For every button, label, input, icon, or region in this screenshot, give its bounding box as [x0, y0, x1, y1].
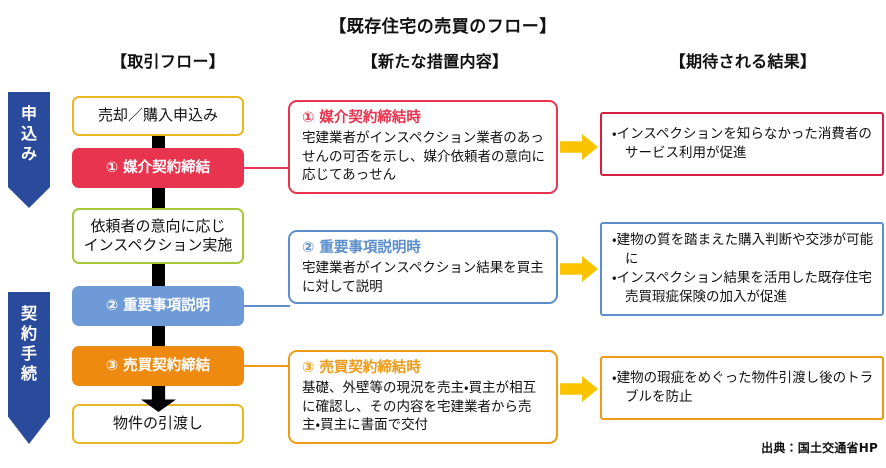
right-arrow-icon	[560, 134, 598, 160]
result-card-result2[interactable]: ・建物の質を踏まえた購入判断や交渉が可能に・インスペクション結果を活用した既存住…	[600, 222, 884, 316]
result-bullet: ・建物の瑕疵をめぐった物件引渡し後のトラブルを防止	[612, 369, 874, 405]
source-attribution: 出典：国土交通省HP	[761, 441, 878, 455]
column-header-flow: 【取引フロー】	[110, 52, 226, 71]
measure-card-measure3[interactable]: ③ 売買契約締結時基礎、外壁等の現況を売主・買主が相互に確認し、その内容を宅建業…	[288, 350, 558, 444]
flow-step-label: ③ 売買契約締結	[105, 357, 211, 374]
measure-title: ③ 売買契約締結時	[302, 360, 421, 376]
phase-band-contract: 契約手続	[8, 292, 50, 444]
tie-line	[244, 365, 290, 367]
right-arrow-icon	[560, 256, 598, 282]
flow-step-step2[interactable]: ② 重要事項説明	[72, 286, 244, 326]
phase-band-application: 申込み	[8, 92, 50, 208]
measure-card-measure2[interactable]: ② 重要事項説明時宅建業者がインスペクション結果を買主に対して説明	[288, 230, 558, 304]
flow-step-step1[interactable]: ① 媒介契約締結	[72, 148, 244, 188]
measure-body: 宅建業者がインスペクション結果を買主に対して説明	[302, 260, 544, 295]
right-arrow-icon	[560, 376, 598, 402]
result-bullet: ・インスペクションを知らなかった消費者のサービス利用が促進	[612, 125, 872, 161]
measure-body: 宅建業者がインスペクション業者のあっせんの可否を示し、媒介依頼者の意向に応じてあ…	[302, 130, 545, 184]
flow-connector-bar	[152, 264, 165, 286]
phase-band-char: み	[20, 144, 37, 163]
column-header-results: 【期待される結果】	[669, 52, 817, 71]
result-bullet: ・建物の質を踏まえた購入判断や交渉が可能に	[612, 231, 874, 267]
column-header-measures: 【新たな措置内容】	[361, 52, 509, 71]
measure-body: 基礎、外壁等の現況を売主・買主が相互に確認し、その内容を宅建業者から売主・買主に…	[302, 380, 537, 434]
measure-title: ② 重要事項説明時	[302, 240, 421, 256]
flow-step-apply[interactable]: 売却／購入申込み	[72, 96, 244, 136]
tie-line	[244, 305, 290, 307]
phase-band-char: 手	[20, 344, 37, 363]
measure-card-measure1[interactable]: ① 媒介契約締結時宅建業者がインスペクション業者のあっせんの可否を示し、媒介依頼…	[288, 100, 558, 194]
phase-band-char: 続	[20, 364, 37, 383]
flow-step-inspection[interactable]: 依頼者の意向に応じインスペクション実施	[72, 208, 244, 264]
flow-connector-bar	[152, 188, 165, 208]
tie-line	[244, 167, 290, 169]
result-card-result1[interactable]: ・インスペクションを知らなかった消費者のサービス利用が促進	[600, 112, 884, 176]
flow-step-label: 売却／購入申込み	[97, 106, 218, 125]
flow-step-label: 物件の引渡し	[112, 414, 203, 433]
result-bullet: ・インスペクション結果を活用した既存住宅売買瑕疵保険の加入が促進	[612, 270, 872, 306]
phase-band-char: 申	[20, 104, 37, 123]
result-card-result3[interactable]: ・建物の瑕疵をめぐった物件引渡し後のトラブルを防止	[600, 356, 884, 420]
phase-band-char: 契	[20, 304, 37, 323]
flow-step-label: ② 重要事項説明	[105, 297, 211, 314]
phase-band-char: 約	[20, 324, 37, 343]
flow-connector-bar	[152, 326, 165, 346]
flow-step-label: ① 媒介契約締結	[105, 159, 211, 176]
flow-connector-bar	[152, 136, 165, 148]
measure-title: ① 媒介契約締結時	[302, 110, 421, 126]
phase-band-char: 込	[20, 124, 37, 143]
page-title: 【既存住宅の売買のフロー】	[329, 17, 557, 37]
flow-step-label: 依頼者の意向に応じインスペクション実施	[83, 216, 233, 255]
flow-step-step3[interactable]: ③ 売買契約締結	[72, 346, 244, 386]
